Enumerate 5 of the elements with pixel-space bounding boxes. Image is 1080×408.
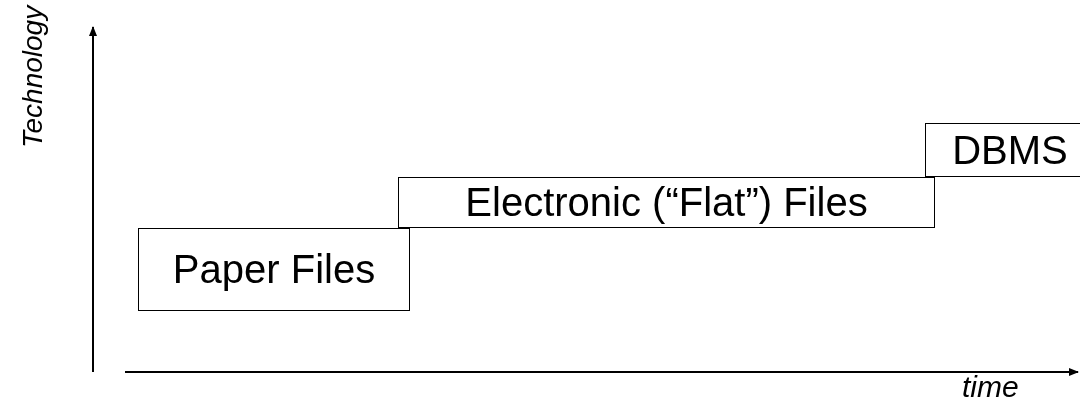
stage-box: Electronic (“Flat”) Files xyxy=(398,177,935,228)
axis-label: Technology xyxy=(17,5,49,148)
stage-box: DBMS xyxy=(925,123,1080,177)
axis-label: time xyxy=(962,370,1019,404)
stage-box: Paper Files xyxy=(138,228,410,311)
